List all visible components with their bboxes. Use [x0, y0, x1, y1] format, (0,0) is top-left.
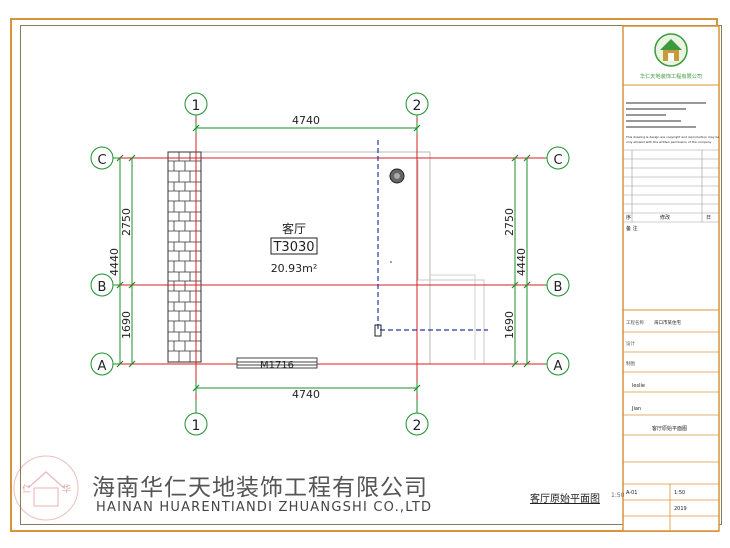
svg-text:B: B [554, 280, 563, 295]
drawing-name: 客厅原始平面图 [652, 425, 687, 432]
svg-text:C: C [553, 153, 562, 168]
grid-bubble-right-b: B [546, 273, 570, 297]
room-outline-inner [430, 274, 476, 360]
grid-bubble-bottom-2: 2 [405, 412, 429, 436]
grid-bubble-right-a: A [546, 352, 570, 376]
plan-scale: 1:50 [611, 492, 625, 499]
copyright-note: This drawing & design are copyright and … [625, 135, 719, 139]
grid-bubble-left-c: C [90, 146, 114, 170]
dim-right-lower: 1690 [503, 311, 516, 339]
dim-right-upper: 2750 [503, 208, 516, 236]
svg-text:华: 华 [62, 483, 71, 495]
grid-bubble-right-c: C [546, 146, 570, 170]
copyright-note-2: only allowed with the written permission… [626, 140, 712, 144]
inner-frame [20, 25, 722, 525]
dim-right-total: 4440 [515, 248, 528, 276]
svg-text:1: 1 [192, 98, 201, 114]
svg-text:2: 2 [413, 98, 422, 114]
door-symbol [236, 357, 318, 369]
svg-text:A: A [98, 359, 107, 374]
room-outline [167, 151, 431, 365]
svg-text:2: 2 [413, 418, 422, 434]
room-outline-extension [417, 160, 485, 364]
svg-text:A: A [554, 359, 563, 374]
dim-bottom: 4740 [292, 388, 320, 401]
drawer-value: leslie [632, 383, 645, 389]
svg-text:B: B [98, 280, 107, 295]
door-label: M1716 [260, 360, 294, 371]
project-value: 海口市某住宅 [654, 319, 681, 326]
drawing-no: A-01 [626, 490, 637, 496]
room-code-box [270, 237, 318, 255]
point-mark [390, 261, 392, 263]
grid-bubble-left-a: A [90, 352, 114, 376]
design-label: 设计 [626, 340, 635, 347]
title-company: 华仁天地装饰工程有限公司 [640, 72, 702, 80]
table-header-no: 序 [626, 214, 631, 221]
dim-left-total: 4440 [108, 248, 121, 276]
dashed-pipe-line [377, 140, 488, 331]
bubble-connectors [113, 115, 547, 413]
grid-bubble-top-1: 1 [184, 92, 208, 116]
grid-bubble-bottom-1: 1 [184, 412, 208, 436]
grid-bubble-left-b: B [90, 273, 114, 297]
grid-bubble-top-2: 2 [405, 92, 429, 116]
dim-left-upper: 2750 [120, 208, 133, 236]
plan-title: 客厅原始平面图 [530, 494, 600, 505]
svg-text:仁: 仁 [22, 483, 31, 495]
project-label: 工程名称 [626, 319, 644, 326]
table-header-edit: 修改 [660, 214, 670, 221]
axis-lines [118, 118, 545, 400]
room-code: T3030 [272, 240, 314, 255]
drain-center [394, 173, 400, 179]
room-area: 20.93m² [271, 262, 318, 275]
drawer-label: 制图 [626, 360, 635, 367]
dimension-lines [119, 122, 528, 394]
company-name-cn: 海南华仁天地装饰工程有限公司 [92, 475, 428, 501]
title-block: 华仁天地装饰工程有限公司 This drawing & design are c… [622, 25, 720, 532]
svg-text:1: 1 [192, 418, 201, 434]
scale-value: 1:50 [674, 490, 685, 496]
small-fixture [374, 324, 382, 337]
dim-top: 4740 [292, 114, 320, 127]
date-value: 2019 [674, 506, 687, 512]
company-name-en: HAINAN HUARENTIANDI ZHUANGSHI CO.,LTD [96, 500, 433, 515]
table-footer: 备 注 [626, 225, 638, 232]
table-header-date: 日 [706, 215, 711, 221]
floor-plan: 1 2 1 2 C B A C [90, 92, 570, 436]
dimension-ticks [116, 124, 531, 392]
room-name: 客厅 [282, 221, 306, 236]
svg-text:C: C [97, 153, 106, 168]
dim-left-lower: 1690 [120, 311, 133, 339]
designer-value: Jian [631, 406, 641, 412]
company-logo [654, 33, 688, 67]
title-notes [626, 102, 706, 128]
watermark-logo-icon: 仁 华 [13, 455, 79, 521]
